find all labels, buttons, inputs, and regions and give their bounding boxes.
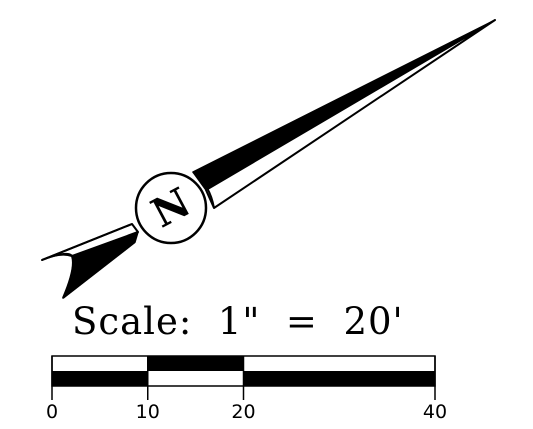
scale-tick-label: 20 (231, 401, 256, 423)
scale-tick-label: 10 (135, 401, 160, 423)
scale-tick-label: 0 (45, 401, 59, 423)
north-arrow: N (41, 19, 496, 299)
north-arrow-circle (134, 171, 208, 245)
scale-title: Scale: 1" = 20' (72, 300, 404, 343)
scale-segment-top (147, 356, 244, 371)
scale-segment-top (243, 356, 435, 371)
scale-segment-bottom (52, 371, 148, 386)
north-arrow-head (192, 19, 496, 209)
scale-segment-bottom (243, 371, 435, 386)
scale-bar (51, 355, 436, 400)
scale-segment-top (52, 356, 148, 371)
scale-tick-label: 40 (422, 401, 448, 423)
north-arrow-tail (41, 223, 139, 299)
scale-segment-bottom (147, 371, 244, 386)
